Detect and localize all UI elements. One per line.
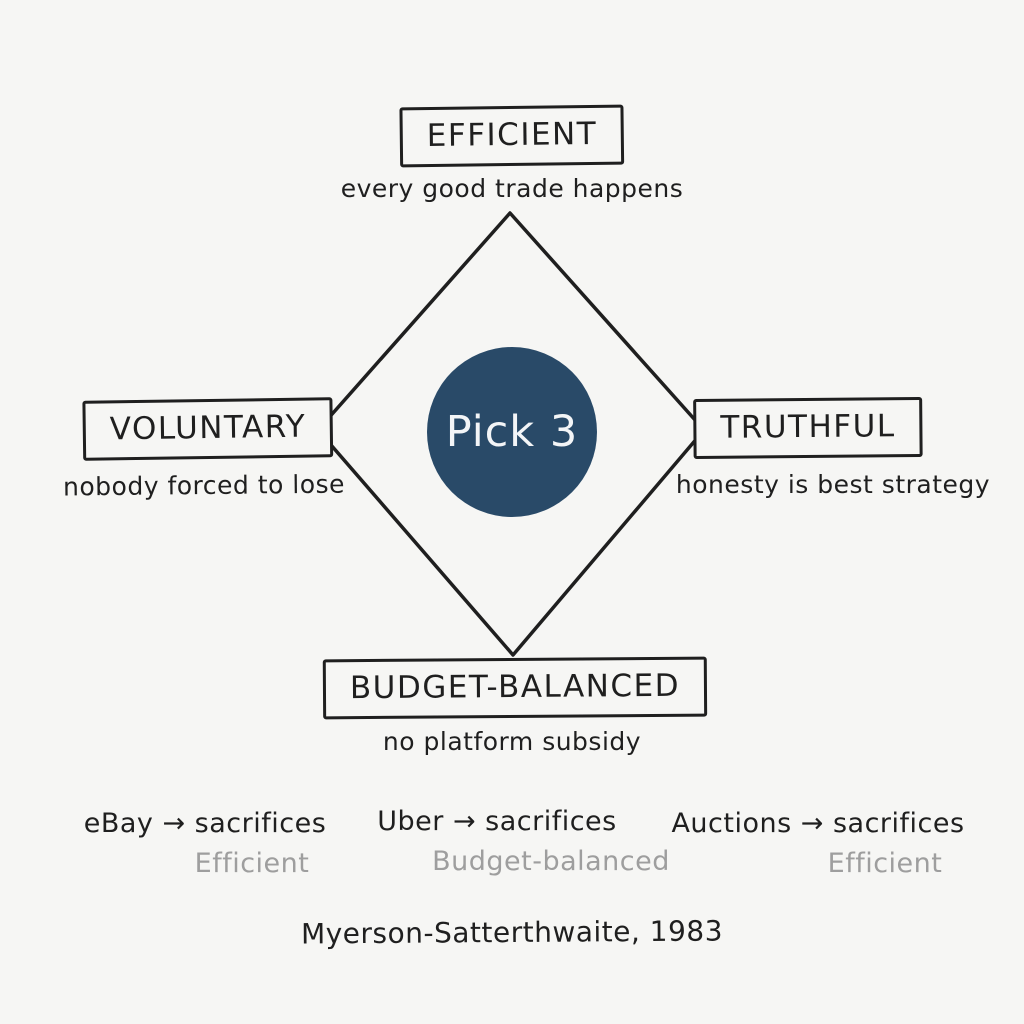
node-voluntary-title: VOLUNTARY [109,408,307,448]
pick-3-circle: Pick 3 [427,347,597,517]
node-efficient-title: EFFICIENT [426,115,598,155]
node-truthful-title: TRUTHFUL [720,408,896,446]
node-voluntary-subtitle: nobody forced to lose [62,469,346,502]
node-truthful-subtitle: honesty is best strategy [675,470,991,499]
example-auctions-tradeoff: Efficient [827,848,943,879]
node-budget-balanced-title: BUDGET-BALANCED [349,667,681,707]
node-budget-balanced-box: BUDGET-BALANCED [322,656,708,720]
node-truthful-box: TRUTHFUL [693,397,923,459]
node-budget-balanced-subtitle: no platform subsidy [382,727,642,756]
node-efficient-box: EFFICIENT [399,104,625,168]
example-auctions-label: Auctions → sacrifices [671,808,965,839]
example-ebay-tradeoff: Efficient [194,848,310,879]
node-voluntary-box: VOLUNTARY [82,397,334,461]
example-ebay-label: eBay → sacrifices [83,808,327,839]
node-efficient-subtitle: every good trade happens [340,174,684,203]
theorem-caption: Myerson-Satterthwaite, 1983 [300,914,724,951]
example-uber-label: Uber → sacrifices [377,806,617,837]
example-uber-tradeoff: Budget-balanced [432,846,670,877]
pick-3-label: Pick 3 [445,407,579,457]
